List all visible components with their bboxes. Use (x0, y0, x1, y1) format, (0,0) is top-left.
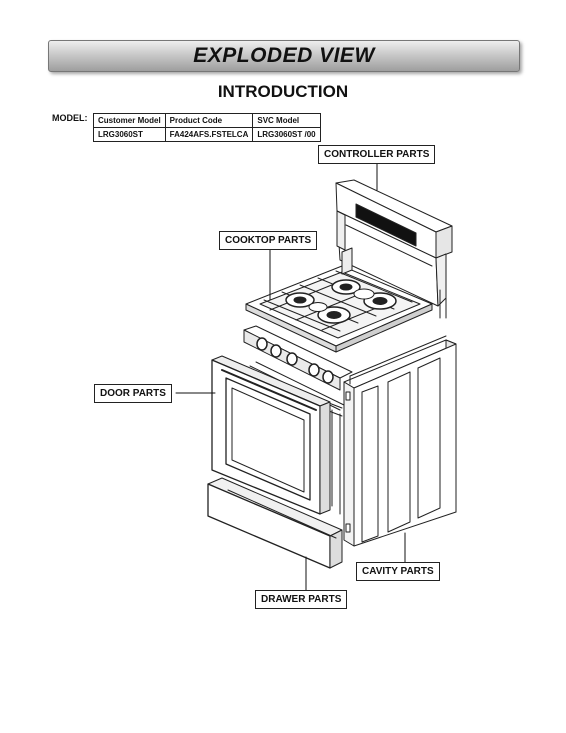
model-value-customer: LRG3060ST (93, 127, 166, 142)
model-table: Customer Model Product Code SVC Model LR… (93, 113, 321, 142)
drawer-illustration (207, 477, 343, 569)
cooktop-illustration (245, 247, 433, 353)
model-label: MODEL: (52, 113, 88, 123)
knob-strip-illustration (243, 325, 353, 411)
callout-cavity-parts[interactable]: CAVITY PARTS (356, 562, 440, 581)
callout-controller-parts[interactable]: CONTROLLER PARTS (318, 145, 436, 164)
callout-drawer-parts[interactable]: DRAWER PARTS (255, 590, 348, 609)
model-value-svc: LRG3060ST /00 (252, 127, 321, 142)
callout-cooktop-parts[interactable]: COOKTOP PARTS (219, 231, 318, 250)
model-table-row: LRG3060ST FA424AFS.FSTELCA LRG3060ST /00 (93, 127, 321, 142)
controller-panel-illustration (335, 179, 453, 319)
callout-leader-lines (175, 162, 406, 593)
section-banner: EXPLODED VIEW (48, 40, 520, 72)
door-illustration (211, 355, 331, 515)
callout-door-parts[interactable]: DOOR PARTS (94, 384, 172, 403)
model-table-header-row: Customer Model Product Code SVC Model (93, 113, 321, 128)
section-subtitle: INTRODUCTION (217, 82, 349, 101)
page-title: EXPLODED VIEW (193, 44, 375, 67)
